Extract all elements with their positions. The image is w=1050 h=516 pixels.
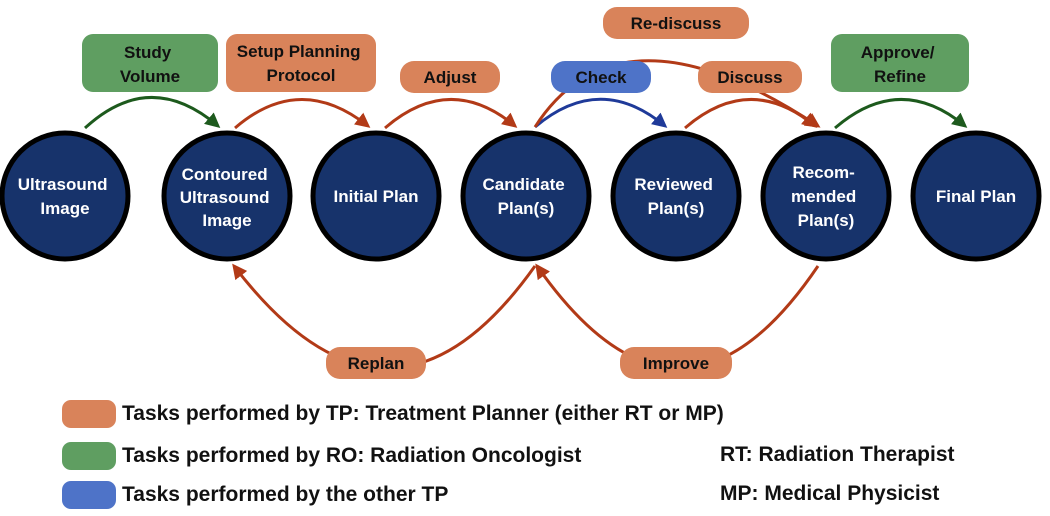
legend-label-tp: Tasks performed by TP: Treatment Planner… <box>122 402 724 425</box>
task-pill-bg <box>551 61 651 93</box>
node-circle <box>0 130 131 262</box>
arrow-approve-refine <box>834 98 968 130</box>
task-line: Improve <box>643 354 709 373</box>
node-circle <box>310 130 442 262</box>
legend-swatch-other-tp <box>62 481 116 509</box>
node-line: Reviewed <box>634 175 712 194</box>
arrow-study-volume <box>83 96 221 130</box>
task-improve: Improve <box>620 347 732 379</box>
svg-text:Candidate Plan(s): Candidate Plan(s) <box>483 175 570 218</box>
task-line: Volume <box>120 67 180 86</box>
svg-text:Re-discuss: Re-discuss <box>631 14 722 33</box>
task-line: Protocol <box>267 66 336 85</box>
node-line: Image <box>40 199 89 218</box>
node-recommended-plans: Recom- mended Plan(s) <box>760 130 892 262</box>
node-line: Plan(s) <box>798 211 855 230</box>
task-line: Refine <box>874 67 926 86</box>
svg-text:Improve: Improve <box>643 354 709 373</box>
svg-text:Discuss: Discuss <box>717 68 782 87</box>
svg-text:Replan: Replan <box>348 354 405 373</box>
task-replan: Replan <box>326 347 426 379</box>
arrow-check <box>534 97 668 129</box>
legend-rt-definition: RT: Radiation Therapist <box>720 443 955 466</box>
svg-text:Reviewed Plan(s): Reviewed Plan(s) <box>634 175 717 218</box>
task-pill-bg <box>603 7 749 39</box>
node-contoured-ultrasound-image: Contoured Ultrasound Image <box>161 130 293 262</box>
legend-mp-definition: MP: Medical Physicist <box>720 482 940 505</box>
arrow-setup-planning-protocol <box>234 98 371 130</box>
node-reviewed-plans: Reviewed Plan(s) <box>610 130 742 262</box>
nodes: Ultrasound Image Contoured Ultrasound Im… <box>0 130 1042 262</box>
node-line: Image <box>202 211 251 230</box>
svg-text:Approve/ Refine: Approve/ Refine <box>861 43 939 86</box>
node-line: Candidate <box>483 175 565 194</box>
task-setup-planning-protocol: Setup Planning Protocol <box>226 34 376 92</box>
task-line: Check <box>575 68 627 87</box>
node-circle <box>610 130 742 262</box>
node-circle <box>760 130 892 262</box>
task-pill-bg <box>226 34 376 92</box>
node-initial-plan: Initial Plan <box>310 130 442 262</box>
task-adjust: Adjust <box>400 61 500 93</box>
task-line: Discuss <box>717 68 782 87</box>
node-line: mended <box>791 187 856 206</box>
svg-text:Final Plan: Final Plan <box>936 187 1016 206</box>
svg-text:Contoured Ultrasound: Contoured Ultrasound Image <box>180 165 274 230</box>
node-line: Initial Plan <box>333 187 418 206</box>
svg-text:Check: Check <box>575 68 627 87</box>
task-line: Approve/ <box>861 43 935 62</box>
task-line: Adjust <box>424 68 477 87</box>
legend-swatch-ro <box>62 442 116 470</box>
node-line: Ultrasound <box>18 175 108 194</box>
node-line: Final Plan <box>936 187 1016 206</box>
svg-text:Initial Plan: Initial Plan <box>333 187 418 206</box>
task-pill-bg <box>82 34 218 92</box>
node-circle <box>161 130 293 262</box>
task-line: Setup Planning <box>237 42 361 61</box>
node-line: Plan(s) <box>648 199 705 218</box>
node-line: Ultrasound <box>180 188 270 207</box>
arrow-re-discuss <box>533 59 821 128</box>
task-discuss: Discuss <box>698 61 802 93</box>
task-pill-bg <box>400 61 500 93</box>
svg-text:Recom- mended: Recom- mended Plan(s) <box>791 163 861 230</box>
task-pill-bg <box>831 34 969 92</box>
legend-other-tp: Tasks performed by the other TP <box>62 480 448 510</box>
task-pill-bg <box>326 347 426 379</box>
node-circle <box>460 130 592 262</box>
svg-text:Adjust: Adjust <box>424 68 477 87</box>
legend-label-other-tp: Tasks performed by the other TP <box>122 483 449 506</box>
node-final-plan: Final Plan <box>910 130 1042 262</box>
task-study-volume: Study Volume <box>82 34 218 92</box>
node-candidate-plans: Candidate Plan(s) <box>460 130 592 262</box>
task-check: Check <box>551 61 651 93</box>
node-line: Plan(s) <box>498 199 555 218</box>
task-approve-refine: Approve/ Refine <box>831 34 969 92</box>
node-ultrasound-image: Ultrasound Image <box>0 130 131 262</box>
node-circle <box>910 130 1042 262</box>
svg-text:Ultrasound Image: Ultrasound Image <box>18 175 112 218</box>
node-line: Recom- <box>792 163 854 182</box>
task-pill-bg <box>698 61 802 93</box>
svg-text:Setup Planning Protoco: Setup Planning Protocol <box>237 42 365 85</box>
task-line: Study <box>124 43 172 62</box>
node-line: Contoured <box>182 165 268 184</box>
legend-label-ro: Tasks performed by RO: Radiation Oncolog… <box>122 444 582 467</box>
task-re-discuss: Re-discuss <box>603 7 749 39</box>
arrow-discuss <box>684 98 818 130</box>
arrow-adjust <box>384 98 518 130</box>
task-pill-bg <box>620 347 732 379</box>
legend-ro: Tasks performed by RO: Radiation Oncolog… <box>62 441 581 471</box>
task-line: Replan <box>348 354 405 373</box>
task-pills: Study Volume Setup Planning Protocol Adj… <box>82 7 969 379</box>
legend-tp: Tasks performed by TP: Treatment Planner… <box>62 399 724 429</box>
task-line: Re-discuss <box>631 14 722 33</box>
svg-text:Study Volume: Study Volume <box>120 43 180 86</box>
legend-swatch-tp <box>62 400 116 428</box>
